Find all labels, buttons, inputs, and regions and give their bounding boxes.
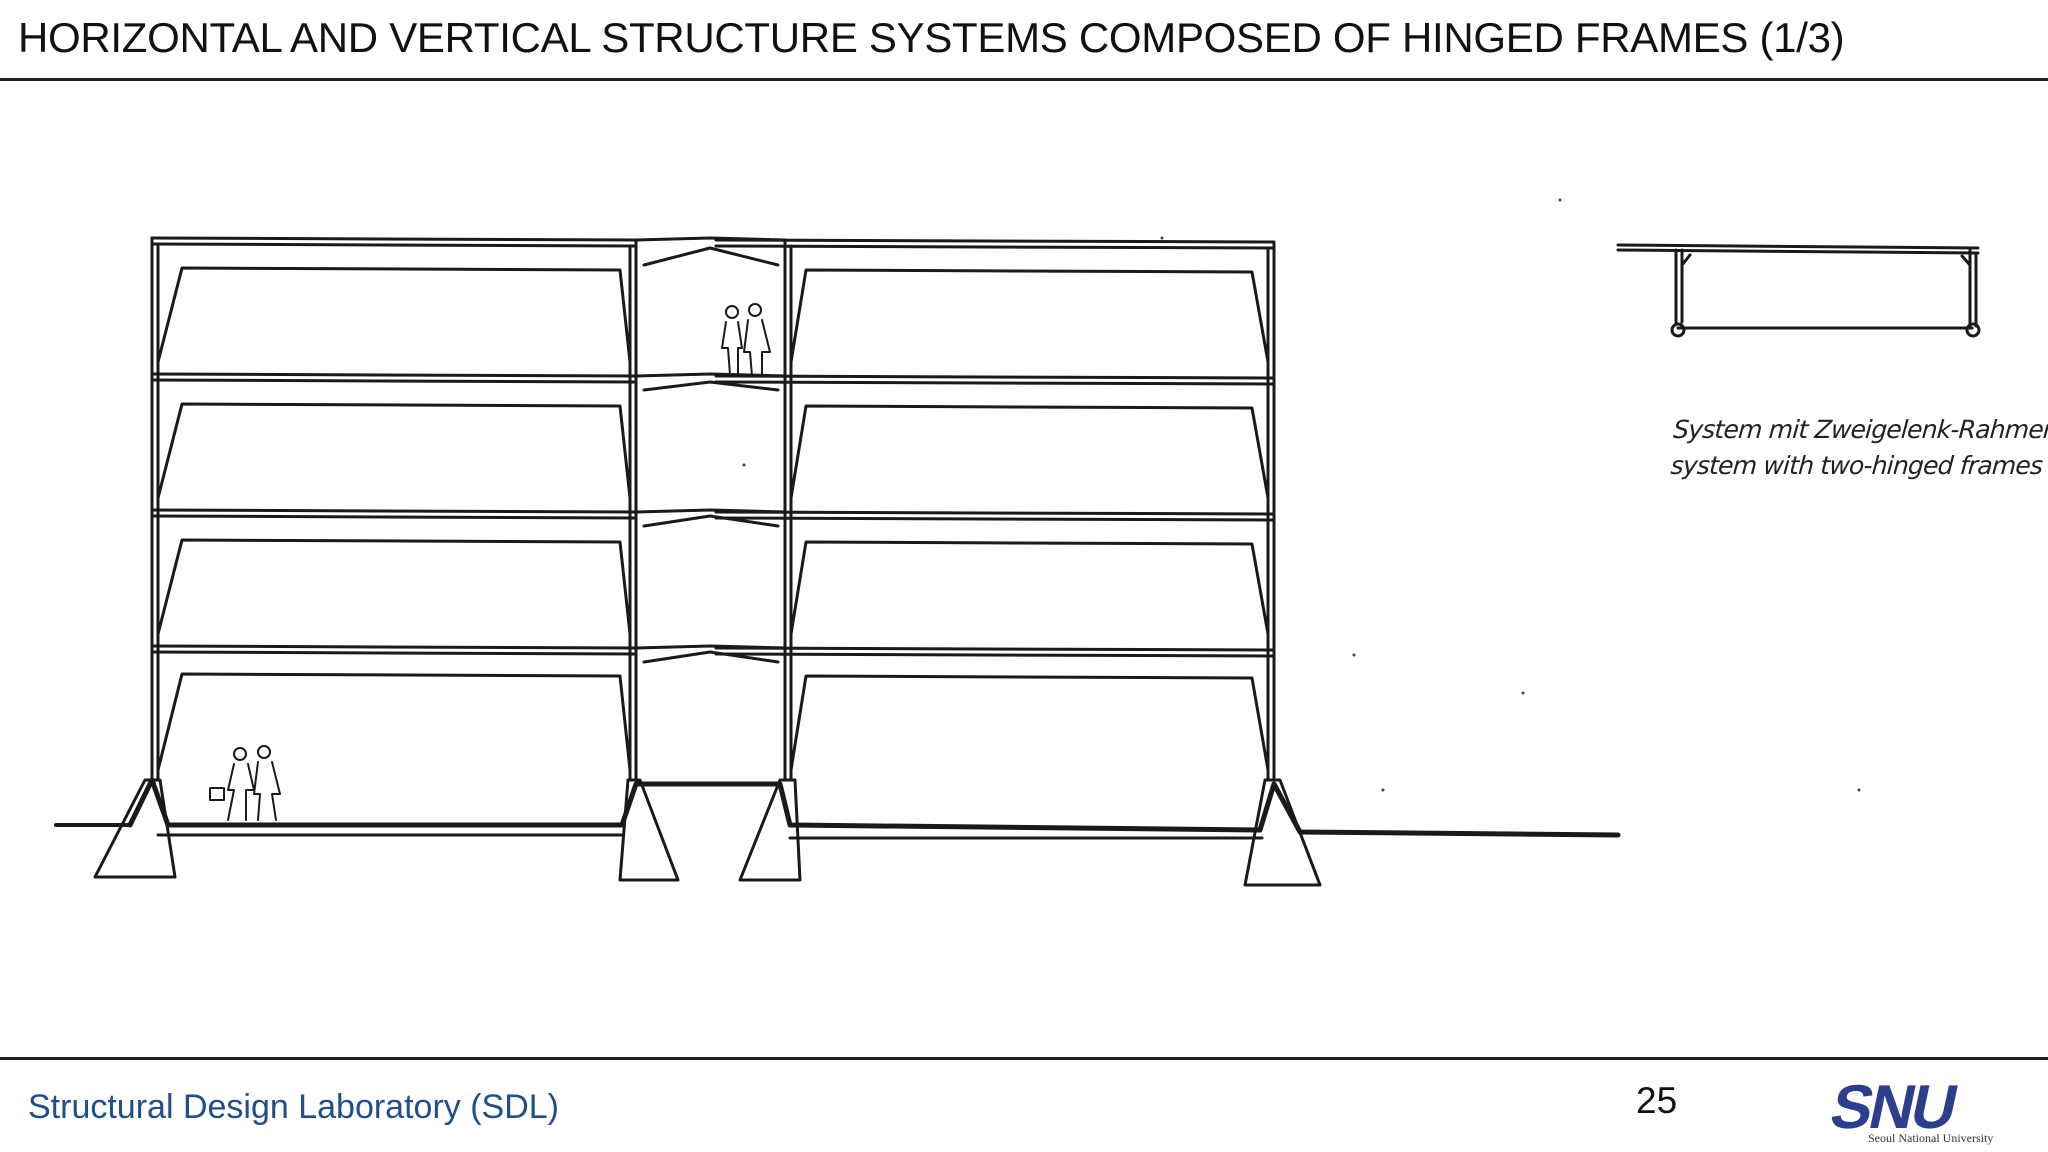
- corridor-frames: [634, 236, 787, 664]
- title-divider: [0, 78, 2048, 81]
- footer-divider: [0, 1057, 2048, 1060]
- scan-dots: [742, 198, 1861, 792]
- snu-logo: SNU: [1825, 1073, 1962, 1142]
- logo-text: SNU: [1825, 1073, 1962, 1142]
- hinged-frame-building-elevation: [54, 198, 1981, 887]
- left-bay-frames: [150, 236, 638, 782]
- caption-german: System mit Zweigelenk-Rahmen: [1672, 415, 2048, 444]
- university-name: Seoul National University: [1868, 1131, 1994, 1145]
- right-bay-frames: [714, 238, 1276, 782]
- figure-caption: System mit Zweigelenk-Rahmen system with…: [1669, 412, 2048, 484]
- lab-name: Structural Design Laboratory (SDL): [28, 1088, 560, 1126]
- ground-and-footings: [54, 777, 1621, 887]
- two-hinged-frame-schematic: [1616, 243, 1981, 338]
- slide-title: HORIZONTAL AND VERTICAL STRUCTURE SYSTEM…: [18, 14, 1845, 61]
- people-figures-top: [721, 303, 771, 377]
- people-figures-bottom: [209, 745, 281, 821]
- caption-english: system with two-hinged frames: [1669, 451, 2044, 480]
- page-number: 25: [1636, 1080, 1678, 1121]
